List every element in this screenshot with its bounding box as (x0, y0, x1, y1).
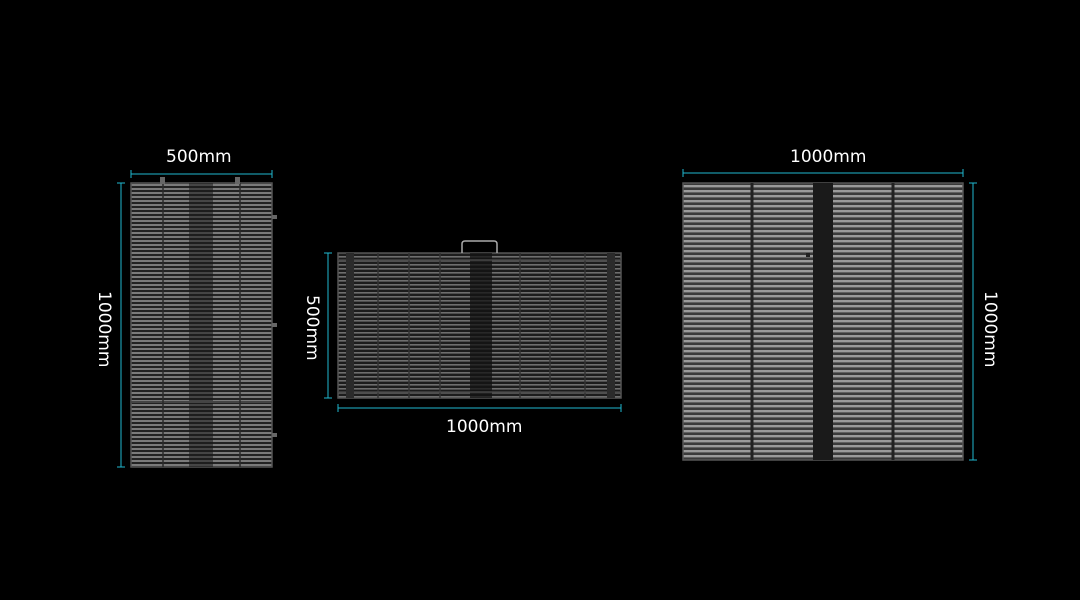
portrait-width-label: 500mm (166, 147, 232, 167)
landscape-height-label: 500mm (302, 295, 322, 361)
square-width-label: 1000mm (790, 147, 867, 167)
landscape-dimension-lines (324, 252, 622, 412)
portrait-height-label: 1000mm (94, 291, 114, 368)
portrait-panel (130, 177, 277, 468)
landscape-width-label: 1000mm (446, 417, 523, 437)
square-panel (682, 182, 964, 461)
landscape-panel (337, 240, 622, 399)
square-height-label: 1000mm (980, 291, 1000, 368)
portrait-dimension-lines (117, 170, 273, 468)
square-dimension-lines (682, 169, 977, 461)
